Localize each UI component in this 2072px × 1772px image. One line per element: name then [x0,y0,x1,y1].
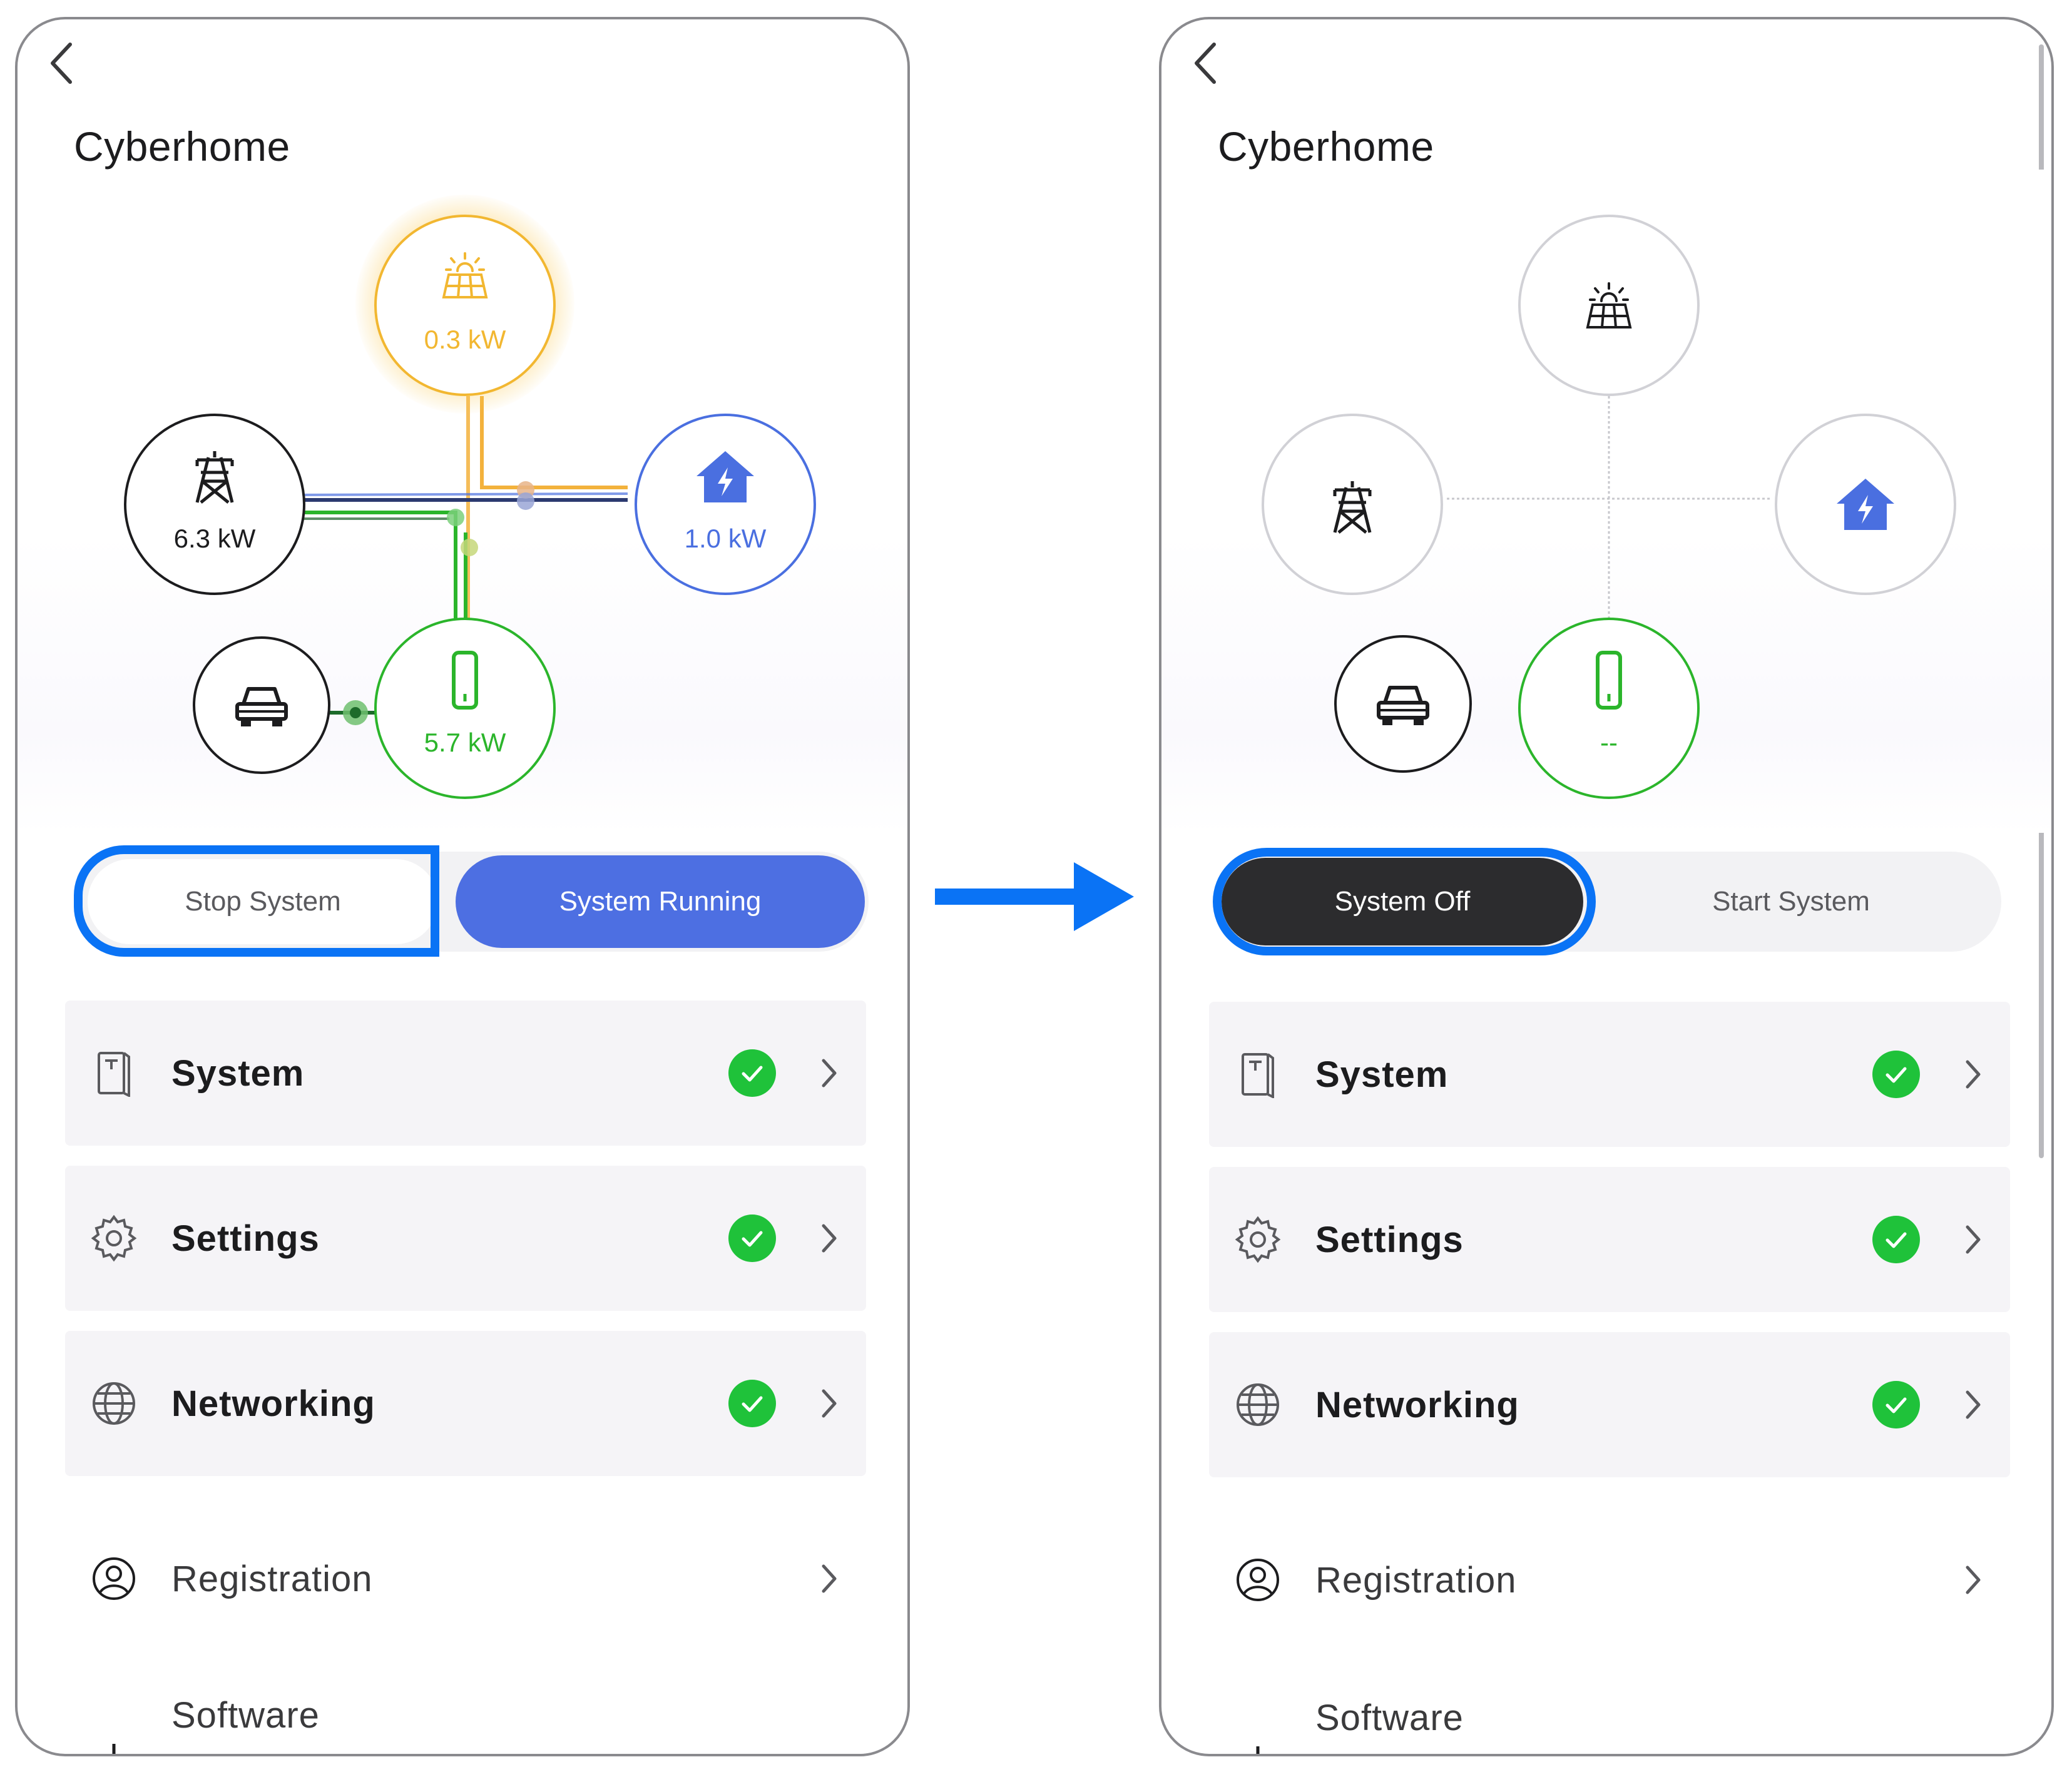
highlight-system-off [1213,848,1596,955]
car-node[interactable] [1334,635,1472,773]
menu-label-system: System [1315,1054,1449,1095]
powerwall-node[interactable]: 5.7 kW [374,618,556,799]
menu-label-software: Software [171,1694,320,1736]
solar-node[interactable]: 0.3 kW [374,215,556,396]
menu-row-software[interactable]: Software [1209,1671,2010,1754]
system-off-button[interactable]: System Off [1222,858,1583,945]
phone-screen-before: Cyberhome [15,17,910,1756]
site-title: Cyberhome [74,123,290,170]
powerwall-value: 5.7 kW [424,728,506,757]
back-chevron-icon [51,43,72,84]
powerwall-icon [452,651,478,710]
user-circle-icon [1237,1559,1279,1601]
back-button[interactable] [38,32,88,94]
user-circle-icon [93,1557,135,1600]
menu-row-settings[interactable]: Settings [65,1166,866,1311]
chevron-right-icon [1966,1390,1981,1419]
menu-label-networking: Networking [171,1383,375,1424]
menu-row-registration[interactable]: Registration [1209,1507,2010,1652]
arrow-right-icon [935,862,1134,931]
system-running-button[interactable]: System Running [456,855,865,948]
menu-label-registration: Registration [1315,1559,1517,1601]
powerwall-value: -- [1600,728,1618,757]
menu-row-settings[interactable]: Settings [1209,1167,2010,1312]
check-icon [742,1396,763,1412]
status-ok-badge [728,1380,776,1427]
system-device-icon [1242,1053,1274,1098]
software-icon [1256,1746,1260,1754]
chevron-right-icon [822,1224,837,1253]
chevron-right-icon [822,1564,837,1593]
powerwall-node[interactable]: -- [1518,618,1700,799]
car-icon [1377,686,1429,725]
system-control-segmented: Stop System System Running [80,852,869,952]
menu-row-software[interactable]: Software [65,1669,866,1754]
powerwall-icon [1596,651,1622,710]
status-ok-badge [728,1214,776,1262]
car-icon [235,687,288,726]
grid-value: 6.3 kW [173,524,256,553]
globe-icon [1237,1383,1279,1426]
power-flow-lines [292,396,628,725]
solar-panel-icon [442,252,488,298]
home-value: 1.0 kW [684,524,767,553]
chevron-right-icon [822,1389,837,1418]
menu-label-networking: Networking [1315,1384,1519,1425]
check-icon [742,1066,763,1082]
status-ok-badge [1872,1051,1920,1098]
site-title: Cyberhome [1218,123,1434,170]
back-chevron-icon [1195,43,1216,84]
status-ok-badge [728,1049,776,1097]
grid-node[interactable] [1262,414,1443,595]
menu-label-settings: Settings [171,1218,320,1259]
gear-icon [91,1214,137,1262]
menu-row-system[interactable]: System [65,1001,866,1146]
software-icon [112,1744,116,1754]
status-ok-badge [1872,1381,1920,1428]
system-control-segmented: System Off Start System [1215,852,2001,952]
chevron-right-icon [822,1059,837,1087]
transmission-tower-icon [1333,481,1372,534]
check-icon [1886,1397,1907,1413]
house-bolt-icon [697,451,754,502]
globe-icon [93,1382,135,1425]
phone-screen-after: Cyberhome [1159,17,2054,1756]
home-node[interactable] [1775,414,1956,595]
menu-label-system: System [171,1052,305,1094]
check-icon [742,1231,763,1247]
home-node[interactable]: 1.0 kW [635,414,816,595]
menu-row-networking[interactable]: Networking [1209,1332,2010,1477]
chevron-right-icon [1966,1566,1981,1594]
check-icon [1886,1067,1907,1083]
solar-node[interactable] [1518,215,1700,396]
status-ok-badge [1872,1216,1920,1263]
grid-node[interactable]: 6.3 kW [124,414,305,595]
chevron-right-icon [1966,1225,1981,1254]
transmission-tower-icon [195,451,234,504]
power-flow-diagram: -- [1161,170,2051,833]
menu-label-registration: Registration [171,1558,373,1599]
solar-value: 0.3 kW [424,325,506,354]
solar-panel-icon [1586,282,1632,328]
house-bolt-icon [1837,479,1894,530]
back-button[interactable] [1181,32,1232,94]
stop-system-button[interactable]: Stop System [88,859,438,944]
gear-icon [1235,1216,1281,1263]
check-icon [1886,1232,1907,1248]
power-flow-diagram: 0.3 kW 6.3 kW 1.0 kW [18,170,907,833]
chevron-right-icon [1966,1060,1981,1089]
car-node[interactable] [193,636,330,774]
highlight-stop-system [74,845,439,957]
start-system-button[interactable]: Start System [1712,886,1870,917]
menu-row-system[interactable]: System [1209,1002,2010,1147]
menu-label-settings: Settings [1315,1219,1464,1260]
system-device-icon [98,1052,130,1097]
menu-row-networking[interactable]: Networking [65,1331,866,1476]
menu-label-software: Software [1315,1697,1464,1738]
power-flow-lines [1447,396,1771,618]
menu-row-registration[interactable]: Registration [65,1506,866,1651]
